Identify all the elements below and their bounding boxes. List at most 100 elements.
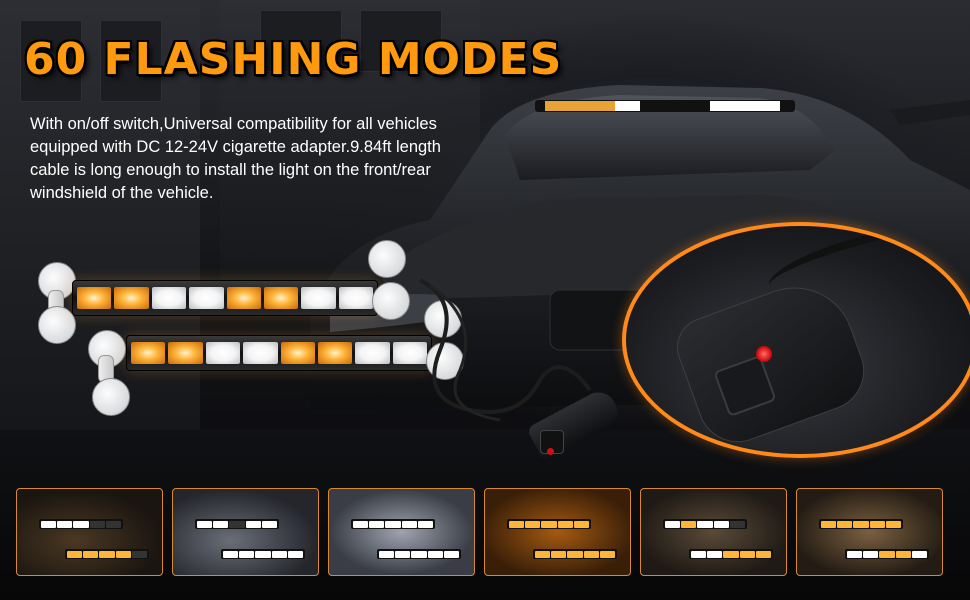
mini-led xyxy=(229,520,245,528)
mini-light-bar xyxy=(845,549,929,559)
amber-led-segment xyxy=(114,287,149,309)
mini-light-bar xyxy=(195,519,279,529)
mini-led xyxy=(755,550,772,558)
white-led-segment xyxy=(338,287,373,309)
mini-led xyxy=(551,550,567,558)
mini-led xyxy=(567,550,583,558)
mini-led xyxy=(239,550,255,558)
mini-led xyxy=(713,520,729,528)
mini-led xyxy=(369,520,385,528)
mini-led xyxy=(401,520,417,528)
switch-closeup xyxy=(622,222,970,458)
white-led-segment xyxy=(151,287,187,309)
white-led-segment xyxy=(301,287,336,309)
mini-led xyxy=(287,550,304,558)
white-led-segment xyxy=(392,342,427,364)
power-indicator-led xyxy=(756,346,772,362)
mini-led xyxy=(821,520,837,528)
amber-led-segment xyxy=(226,287,261,309)
mini-led xyxy=(853,520,869,528)
mini-led xyxy=(89,520,105,528)
mini-led xyxy=(379,550,395,558)
mini-led xyxy=(213,520,229,528)
amber-led-segment xyxy=(77,287,112,309)
windshield-white-glow-1 xyxy=(615,101,640,111)
mini-led xyxy=(509,520,525,528)
plug-indicator-led xyxy=(547,448,554,455)
building-window xyxy=(20,20,82,102)
mode-thumbnail xyxy=(16,488,163,576)
mini-led xyxy=(57,520,73,528)
mini-led xyxy=(879,550,895,558)
mode-thumbnail xyxy=(484,488,631,576)
white-led-segment xyxy=(205,342,241,364)
mini-led xyxy=(255,550,271,558)
mini-light-bar xyxy=(39,519,123,529)
mini-led xyxy=(105,520,122,528)
windshield xyxy=(505,95,835,180)
suction-cup xyxy=(92,378,130,416)
mini-light-bar xyxy=(819,519,903,529)
lower-light-bar xyxy=(126,335,432,371)
mini-led xyxy=(681,520,697,528)
mini-led xyxy=(895,550,911,558)
mini-led xyxy=(599,550,616,558)
mini-led xyxy=(41,520,57,528)
mini-led xyxy=(353,520,369,528)
amber-led-segment xyxy=(168,342,203,364)
mini-led xyxy=(99,550,115,558)
mode-thumbnail xyxy=(640,488,787,576)
mode-thumbnail xyxy=(796,488,943,576)
product-description: With on/off switch,Universal compatibili… xyxy=(30,115,441,202)
mini-led xyxy=(723,550,739,558)
mini-led xyxy=(395,550,411,558)
mini-led xyxy=(271,550,287,558)
mini-led xyxy=(525,520,541,528)
mini-led xyxy=(707,550,723,558)
building-window xyxy=(260,10,342,72)
mode-thumbnail xyxy=(328,488,475,576)
mini-led xyxy=(245,520,261,528)
mini-led xyxy=(73,520,89,528)
building-window xyxy=(360,10,442,72)
mini-led xyxy=(115,550,131,558)
power-cable xyxy=(419,278,592,422)
amber-led-segment xyxy=(317,342,353,364)
mini-led xyxy=(83,550,99,558)
mini-led xyxy=(411,550,427,558)
white-led-segment xyxy=(189,287,224,309)
mini-led xyxy=(583,550,599,558)
mini-led xyxy=(67,550,83,558)
rear-spoiler xyxy=(890,100,970,125)
amber-led-segment xyxy=(280,342,315,364)
mini-led xyxy=(885,520,902,528)
mini-led xyxy=(131,550,148,558)
mini-led xyxy=(417,520,434,528)
mini-led xyxy=(739,550,755,558)
mini-led xyxy=(665,520,681,528)
mini-light-bar xyxy=(65,549,149,559)
mini-light-bar xyxy=(507,519,591,529)
suction-cup xyxy=(368,240,406,278)
amber-led-segment xyxy=(131,342,166,364)
mini-led xyxy=(869,520,885,528)
suction-cup xyxy=(38,306,76,344)
mini-led xyxy=(697,520,713,528)
mini-led xyxy=(847,550,863,558)
mini-led xyxy=(261,520,278,528)
amber-led-segment xyxy=(263,287,299,309)
mini-light-bar xyxy=(689,549,773,559)
mini-led xyxy=(729,520,746,528)
mini-led xyxy=(691,550,707,558)
mini-led xyxy=(863,550,879,558)
mini-light-bar xyxy=(221,549,305,559)
mini-led xyxy=(541,520,557,528)
mini-led xyxy=(911,550,928,558)
building-window xyxy=(100,20,162,102)
mini-led xyxy=(557,520,573,528)
mini-led xyxy=(535,550,551,558)
headline: 60 FLASHING MODES xyxy=(24,34,563,85)
suction-cup xyxy=(372,282,410,320)
mini-light-bar xyxy=(377,549,461,559)
